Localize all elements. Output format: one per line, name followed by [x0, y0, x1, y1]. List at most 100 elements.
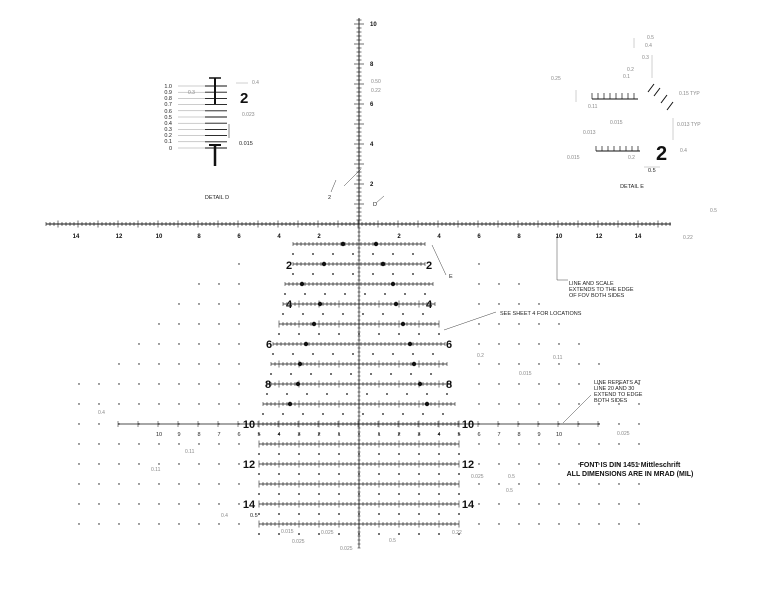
tree-label: 10 [462, 419, 474, 431]
field-dot [78, 383, 80, 385]
tree-label: 6 [266, 339, 272, 351]
field-dot [538, 383, 540, 385]
detail-e-dim: 0.4 [680, 148, 687, 154]
tree-dot [278, 453, 280, 455]
field-dot [218, 423, 220, 425]
wind-label: 6 [477, 432, 480, 438]
h-label: 6 [237, 234, 241, 240]
top-scale-labels: 10 8 6 4 2 0.50 0.22 [370, 22, 381, 188]
field-dot [598, 403, 600, 405]
top-dim-050: 0.50 [371, 79, 381, 85]
field-dot [558, 383, 560, 385]
tree-dot [278, 333, 280, 335]
h-label: 2 [397, 234, 401, 240]
detail-e-diag [653, 87, 661, 97]
field-dot [218, 523, 220, 525]
dim-label: 0.2 [477, 353, 484, 359]
field-dot [478, 303, 480, 305]
tree-dot [372, 253, 374, 255]
field-dot [498, 303, 500, 305]
tree-dot [378, 533, 380, 535]
tree-dot [418, 453, 420, 455]
field-dot [498, 323, 500, 325]
detail-d-scale: 0.1 [164, 139, 172, 145]
right-dim-022: 0.22 [683, 235, 693, 241]
tree-dot [278, 533, 280, 535]
field-dot [478, 283, 480, 285]
field-dot [578, 443, 580, 445]
field-dot [518, 423, 520, 425]
field-dot [118, 423, 120, 425]
wind-dot [380, 261, 386, 267]
tree-dot [338, 513, 340, 515]
dim-label: 0.22 [452, 530, 462, 536]
tree-dot [418, 433, 420, 435]
tree-dot [382, 313, 384, 315]
tree-dot [298, 513, 300, 515]
field-dot [198, 303, 200, 305]
field-dot [538, 503, 540, 505]
field-dot [198, 523, 200, 525]
tree-dot [438, 493, 440, 495]
field-dot [238, 323, 240, 325]
field-dot [518, 283, 520, 285]
tree-dot [318, 453, 320, 455]
detail-d-dim: 0.3 [188, 90, 195, 96]
tree-dot [322, 313, 324, 315]
tree-dot [392, 273, 394, 275]
wind-dot [303, 341, 309, 347]
wind-dot [424, 401, 430, 407]
tree-dot [318, 533, 320, 535]
field-dot [238, 443, 240, 445]
tree-dot [258, 473, 260, 475]
field-dot [578, 423, 580, 425]
tree-dot [358, 453, 360, 455]
detail-d-dim: 0.023 [242, 112, 255, 118]
field-dot [558, 443, 560, 445]
field-dot [478, 383, 480, 385]
field-dot [498, 443, 500, 445]
tree-dot [378, 333, 380, 335]
h-label: 10 [556, 234, 563, 240]
tree-dot [366, 393, 368, 395]
tree-dot [392, 353, 394, 355]
field-dot [158, 403, 160, 405]
field-dot [498, 383, 500, 385]
tree-dot [386, 393, 388, 395]
field-dot [118, 523, 120, 525]
field-dot [478, 403, 480, 405]
field-dot [178, 343, 180, 345]
tree-dot [292, 253, 294, 255]
field-dot [198, 383, 200, 385]
field-dot [218, 483, 220, 485]
wind-dot [400, 321, 406, 327]
field-dot [618, 463, 620, 465]
tree-dot [378, 453, 380, 455]
field-dot [518, 363, 520, 365]
tree-dot [258, 533, 260, 535]
field-dot [618, 383, 620, 385]
leader-d-label: D [373, 202, 377, 208]
tree-dot [278, 473, 280, 475]
tree-dot [382, 413, 384, 415]
tree-label: 8 [265, 379, 271, 391]
tree-dot [398, 513, 400, 515]
field-dot [638, 503, 640, 505]
tree-dot [304, 293, 306, 295]
tree-dot [412, 353, 414, 355]
field-dot [518, 323, 520, 325]
field-dot [198, 323, 200, 325]
tree-dot [422, 413, 424, 415]
field-dot [478, 463, 480, 465]
field-dot [498, 363, 500, 365]
field-dot [538, 483, 540, 485]
tree-dot [430, 373, 432, 375]
field-dot [138, 443, 140, 445]
field-dot [198, 343, 200, 345]
field-dot [78, 403, 80, 405]
field-dot [578, 523, 580, 525]
tree-label: 4 [286, 299, 293, 311]
wind-label: 5 [457, 432, 460, 438]
field-dot [198, 463, 200, 465]
tree-dot [418, 533, 420, 535]
